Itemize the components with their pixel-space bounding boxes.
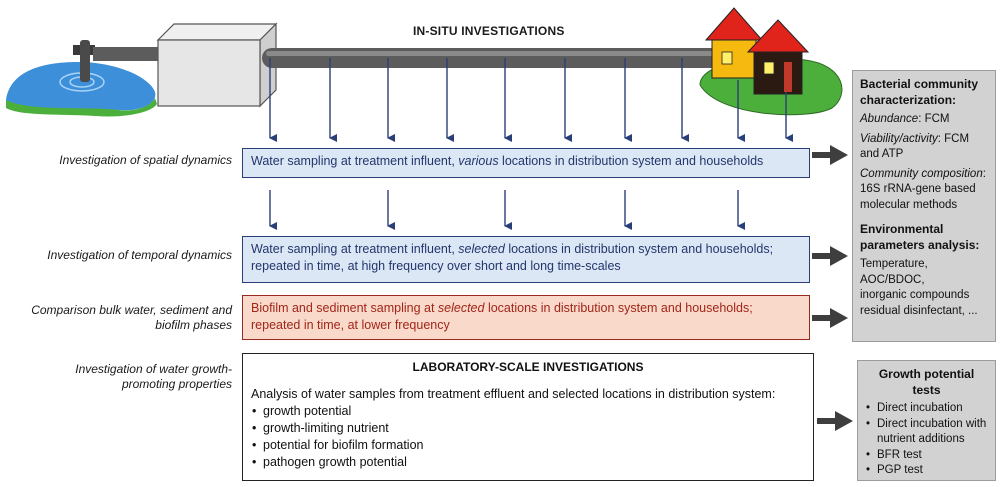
spatial-text-post: locations in distribution system and hou… [498,154,764,168]
temporal-text-emph: selected [458,242,505,256]
laboratory-list-item: pathogen growth potential [251,454,805,471]
growth-test-item: nutrient additions [877,433,965,445]
growth-tests-list: Direct incubationDirect incubation withn… [865,401,988,479]
faucet-icon [73,40,163,82]
env-parameter-item: inorganic compounds [860,289,970,301]
laboratory-box: LABORATORY-SCALE INVESTIGATIONS Analysis… [242,353,814,481]
viability-value: : FCM [937,132,970,145]
row-label-growth-line1: Investigation of water growth- [75,362,232,376]
row-label-comparison-line2: biofilm phases [155,318,232,332]
temporal-sampling-box: Water sampling at treatment influent, se… [242,236,810,283]
laboratory-list: growth potentialgrowth-limiting nutrient… [251,403,805,471]
side-panel-analysis: Bacterial community characterization: Ab… [852,70,996,342]
temporal-text-pre: Water sampling at treatment influent, [251,242,459,256]
side-panel-growth-tests: Growth potential tests Direct incubation… [857,360,996,481]
growth-test-item: Direct incubation with [865,417,988,433]
laboratory-list-item: growth-limiting nutrient [251,420,805,437]
spatial-text-emph: various [458,154,499,168]
arrow-group-spatial [269,58,793,142]
env-parameter-list: Temperature, AOC/BDOC, inorganic compounds… [860,257,988,319]
spatial-text-pre: Water sampling at treatment influent, [251,154,459,168]
row-label-comparison: Comparison bulk water, sediment and biof… [6,303,232,333]
biofilm-text-pre: Biofilm and sediment sampling at [251,301,438,315]
right-arrow-icon [812,145,853,431]
viability-label: Viability/activity [860,132,938,145]
laboratory-title: LABORATORY-SCALE INVESTIGATIONS [412,360,644,374]
biofilm-text-line2: repeated in time, at lower frequency [251,318,450,332]
viability-value-2: and ATP [860,148,904,160]
arrow-group-temporal [269,190,745,230]
abundance-value: : FCM [918,113,950,125]
env-parameter-item: AOC/BDOC, [860,273,925,286]
row-label-growth: Investigation of water growth- promoting… [6,362,232,392]
env-parameter-item: Temperature, [860,258,928,270]
composition-value: : [982,167,986,180]
env-heading-2: parameters analysis: [860,238,980,252]
side-heading-1a: Bacterial community [860,77,979,91]
abundance-label: Abundance [860,113,919,125]
temporal-text-line2: repeated in time, at high frequency over… [251,259,621,273]
spatial-sampling-box: Water sampling at treatment influent, va… [242,148,810,178]
row-label-growth-line2: promoting properties [121,377,232,391]
composition-value-2: 16S rRNA-gene based [860,183,976,195]
row-label-temporal: Investigation of temporal dynamics [47,248,232,262]
side-heading-1b: characterization: [860,93,957,107]
row-label-spatial: Investigation of spatial dynamics [59,153,232,167]
temporal-text-post: locations in distribution system and hou… [504,242,774,256]
laboratory-intro: Analysis of water samples from treatment… [251,387,776,401]
house-icon [699,7,843,116]
laboratory-list-item: growth potential [251,403,805,420]
row-label-comparison-line1: Comparison bulk water, sediment and [31,303,232,317]
page-title: IN-SITU INVESTIGATIONS [413,24,565,38]
laboratory-list-item: potential for biofilm formation [251,437,805,454]
env-parameter-item: residual disinfectant, ... [860,304,978,317]
growth-test-item: PGP test [865,463,988,479]
pipe-icon [262,48,732,68]
composition-label: Community composition [860,167,983,180]
composition-value-3: molecular methods [860,198,958,211]
growth-test-item: Direct incubation [865,401,988,417]
treatment-plant-icon [156,22,278,108]
growth-test-item: BFR test [865,448,988,464]
biofilm-sampling-box: Biofilm and sediment sampling at selecte… [242,295,810,340]
growth-tests-heading: Growth potential tests [878,367,975,397]
biofilm-text-emph: selected [437,301,485,315]
env-heading-1: Environmental [860,222,944,236]
biofilm-text-post: locations in distribution system and hou… [484,301,753,315]
